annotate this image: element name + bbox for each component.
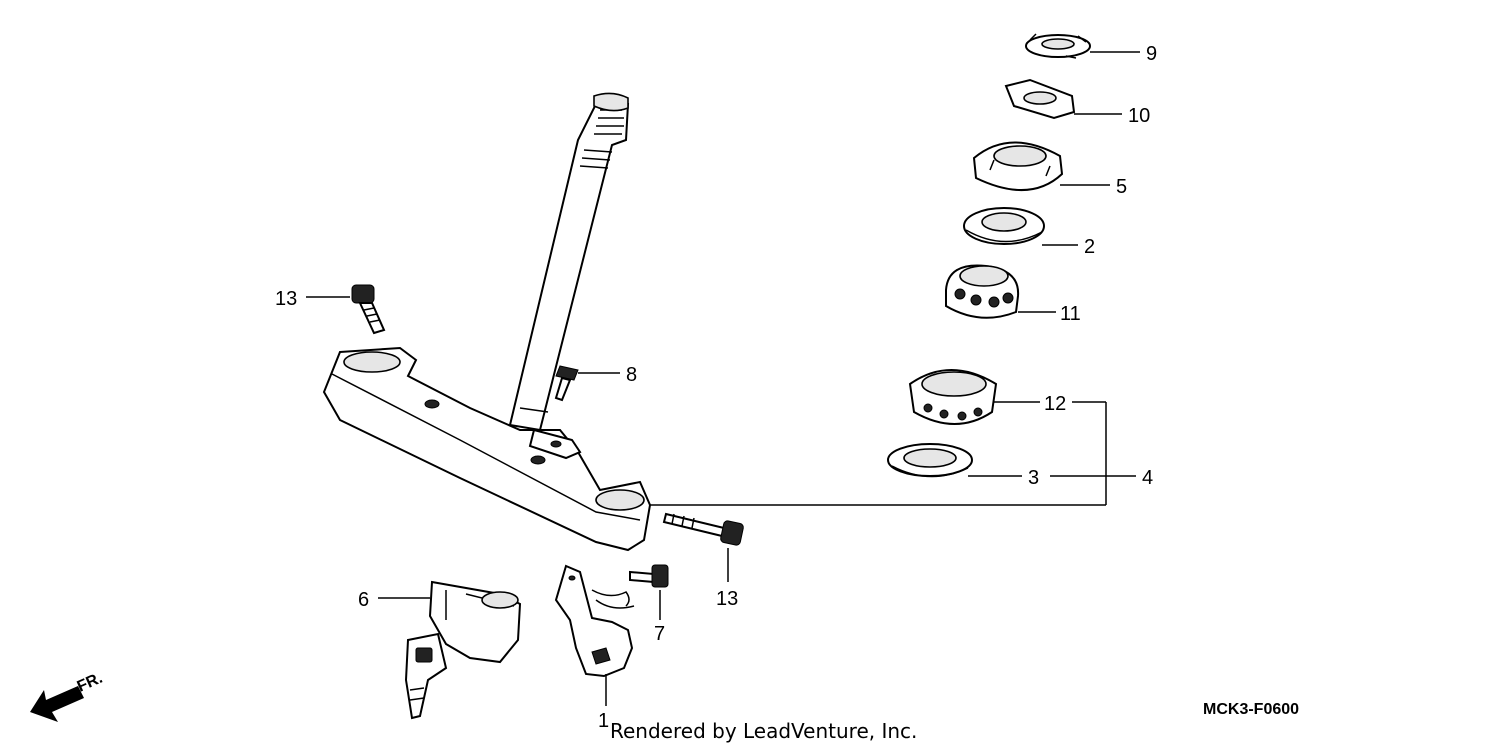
callout-6: 6 — [358, 589, 369, 611]
bearing-12[interactable] — [908, 369, 998, 425]
callout-4-bracket — [650, 401, 1136, 506]
front-direction-label: FR. — [75, 670, 105, 696]
adjusting-nut-5[interactable] — [972, 141, 1064, 191]
screw-8[interactable] — [554, 365, 579, 402]
callout-11: 11 — [1060, 303, 1081, 325]
callout-7: 7 — [654, 623, 665, 645]
bracket-1[interactable] — [554, 564, 635, 678]
callout-13-upper: 13 — [275, 288, 297, 310]
bolt-13-upper[interactable] — [351, 284, 386, 335]
callout-9: 9 — [1146, 43, 1157, 65]
ignition-switch-6[interactable] — [404, 580, 522, 720]
callout-10: 10 — [1128, 105, 1150, 127]
render-credit: Rendered by LeadVenture, Inc. — [610, 719, 917, 743]
steering-stem-assembly[interactable] — [322, 92, 652, 552]
callout-3: 3 — [1028, 467, 1039, 489]
front-direction-arrow-icon — [30, 686, 84, 722]
bolt-13-lower[interactable] — [662, 512, 744, 546]
callout-8: 8 — [626, 364, 637, 386]
callout-1: 1 — [598, 710, 609, 732]
nut-9[interactable] — [1025, 33, 1091, 59]
race-2[interactable] — [963, 207, 1045, 245]
callout-13-lower: 13 — [716, 588, 738, 610]
callout-5: 5 — [1116, 176, 1127, 198]
lock-washer-10[interactable] — [1004, 78, 1076, 120]
bolt-7[interactable] — [629, 564, 669, 588]
callout-2: 2 — [1084, 236, 1095, 258]
callout-4: 4 — [1142, 467, 1153, 489]
callout-12: 12 — [1044, 393, 1066, 415]
diagram-code: MCK3-F0600 — [1203, 701, 1299, 718]
race-3[interactable] — [887, 443, 973, 478]
bearing-11[interactable] — [945, 264, 1020, 319]
